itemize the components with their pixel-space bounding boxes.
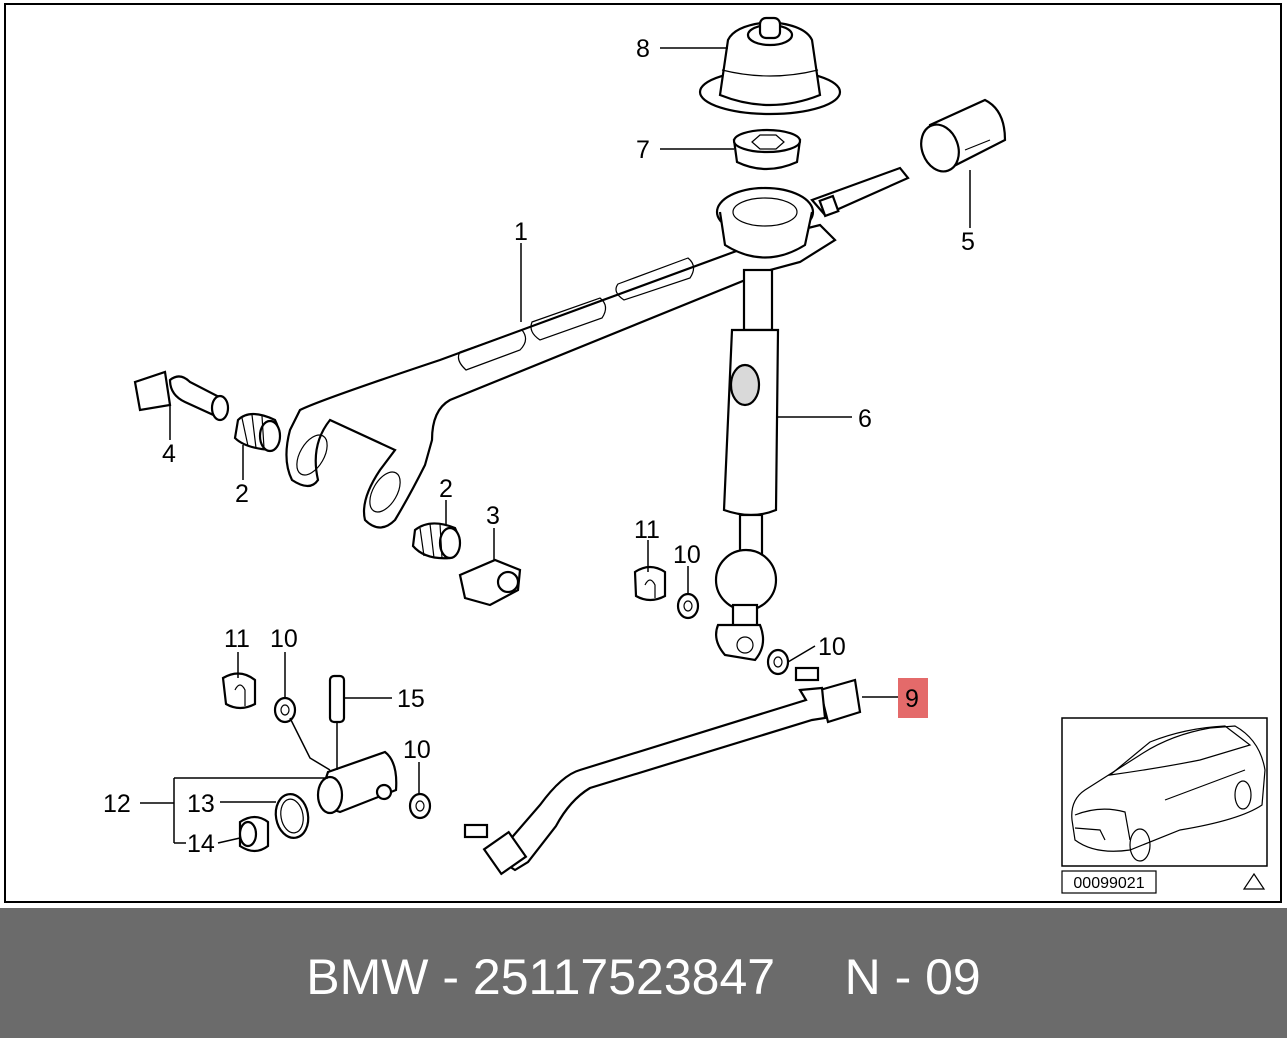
- part-8-boot[interactable]: [698, 16, 842, 116]
- callout-10-upper[interactable]: 10: [673, 541, 701, 569]
- callout-11-lower[interactable]: 11: [224, 625, 250, 653]
- exploded-parts-diagram: 8 7 5 1 6 4 2 2 3 11 10 10 9 11 10 15 10…: [4, 3, 1282, 903]
- part-14-bearing[interactable]: [238, 815, 270, 853]
- parts-diagram-panel: 8 7 5 1 6 4 2 2 3 11 10 10 9 11 10 15 10…: [4, 3, 1282, 903]
- part-4-pin-bracket[interactable]: [133, 370, 230, 422]
- footer-part-number: 25117523847: [472, 949, 776, 1005]
- callout-8[interactable]: 8: [636, 35, 650, 63]
- callout-11-upper[interactable]: 11: [634, 516, 660, 544]
- callout-10-right[interactable]: 10: [818, 633, 846, 661]
- reference-number-box: 00099021: [1061, 870, 1157, 894]
- part-1-lever-arm[interactable]: [285, 166, 910, 529]
- part-11-clip-upper[interactable]: [633, 565, 667, 602]
- car-thumbnail: [1061, 717, 1268, 867]
- part-15-pin[interactable]: [328, 674, 346, 724]
- footer-caption: BMW - 25117523847 N - 09: [0, 947, 1287, 1007]
- callout-9-highlight: [898, 678, 928, 718]
- reference-number: 00099021: [1073, 875, 1144, 892]
- part-10-washer-a[interactable]: [676, 592, 700, 620]
- car-sedan-icon: [1071, 725, 1266, 862]
- footer-brand: BMW: [306, 949, 429, 1005]
- callout-15[interactable]: 15: [397, 685, 425, 713]
- part-12-joint-assembly[interactable]: [316, 750, 398, 815]
- callout-5[interactable]: 5: [961, 228, 975, 256]
- part-7-bushing[interactable]: [732, 128, 802, 171]
- part-9-selector-rod[interactable]: [463, 666, 862, 876]
- footer-position: N - 09: [844, 949, 981, 1005]
- footer-bar: [0, 908, 1287, 1038]
- part-2-bushing-upper[interactable]: [233, 412, 282, 453]
- callout-14[interactable]: 14: [187, 830, 215, 858]
- callout-3[interactable]: 3: [486, 502, 500, 530]
- triangle-icon: [1242, 872, 1266, 890]
- part-10-washer-b[interactable]: [766, 648, 790, 676]
- part-13-ring[interactable]: [272, 792, 311, 841]
- part-10-washer-c[interactable]: [273, 696, 297, 724]
- callout-10-joint[interactable]: 10: [403, 736, 431, 764]
- callout-labels: 8 7 5 1 6 4 2 2 3 11 10 10 9 11 10 15 10…: [103, 35, 975, 858]
- callout-12[interactable]: 12: [103, 790, 131, 818]
- diagram-frame: [4, 3, 1282, 903]
- callout-1[interactable]: 1: [514, 218, 528, 246]
- part-2-bushing-lower[interactable]: [411, 522, 462, 560]
- callout-4[interactable]: 4: [162, 440, 176, 468]
- callout-9[interactable]: 9: [905, 685, 919, 713]
- footer-separator: -: [428, 949, 473, 1005]
- callout-2-upper[interactable]: 2: [235, 480, 249, 508]
- callout-10-lower[interactable]: 10: [270, 625, 298, 653]
- part-3-clip-bracket[interactable]: [458, 558, 522, 607]
- part-11-clip-lower[interactable]: [221, 672, 257, 710]
- callout-7[interactable]: 7: [636, 136, 650, 164]
- callout-13[interactable]: 13: [187, 790, 215, 818]
- callout-6[interactable]: 6: [858, 405, 872, 433]
- part-10-washer-d[interactable]: [408, 792, 432, 820]
- part-6-shift-rod[interactable]: [714, 268, 780, 662]
- part-5-sleeve[interactable]: [915, 98, 1007, 177]
- callout-2-lower[interactable]: 2: [439, 475, 453, 503]
- leader-lines: [140, 47, 971, 844]
